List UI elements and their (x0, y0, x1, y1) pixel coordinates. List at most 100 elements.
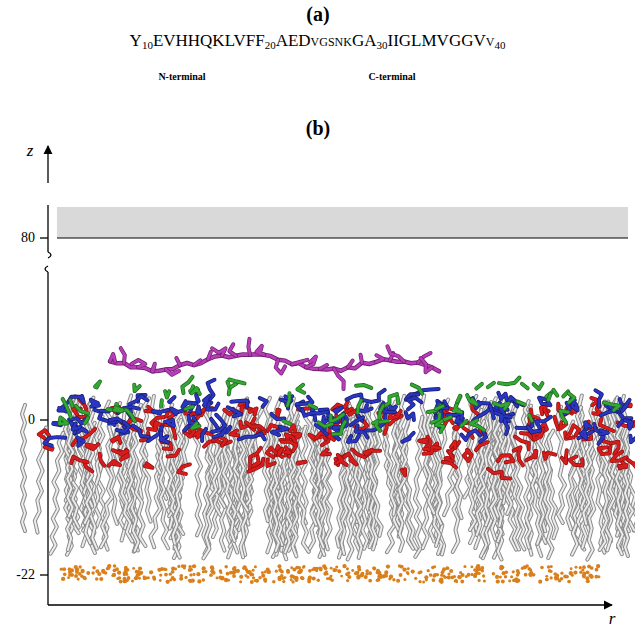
headgroup-red (145, 463, 153, 467)
ion-dot (188, 579, 191, 582)
peptide-sidechain (320, 365, 327, 369)
headgroup-red (267, 448, 276, 457)
ion-dot (127, 576, 131, 580)
headgroup-blue (480, 431, 486, 441)
headgroup-red (554, 417, 558, 429)
headgroup-red (603, 441, 618, 454)
headgroup-blue (595, 390, 601, 406)
lipid-tail (491, 422, 500, 539)
peptide-sidechain (376, 355, 383, 362)
headgroup-green (309, 405, 316, 408)
headgroup-red (336, 455, 347, 465)
ion-dot (471, 573, 474, 576)
headgroup-red (562, 450, 567, 463)
ion-dot (118, 576, 122, 580)
ion-dot (113, 564, 117, 568)
peptide-sidechain (348, 361, 353, 368)
ion-dot (211, 566, 215, 570)
ion-dot (508, 580, 511, 583)
peptide-sidechain (334, 369, 344, 390)
headgroup-green (380, 421, 388, 422)
ion-dot (449, 569, 453, 573)
ion-dot (254, 579, 257, 582)
headgroup-blue (239, 434, 265, 440)
ion-dot (78, 565, 81, 568)
headgroup-red (554, 417, 558, 429)
ion-dot (272, 580, 275, 583)
headgroup-green (333, 422, 345, 435)
headgroup-blue (91, 400, 99, 407)
headgroup-blue (77, 437, 84, 445)
headgroup-red (365, 450, 381, 455)
ion-dot (389, 575, 393, 579)
ion-dot (197, 579, 201, 583)
headgroup-red (464, 450, 472, 461)
headgroup-red (514, 447, 523, 465)
peptide-sidechain (152, 364, 155, 372)
ion-dot (68, 567, 71, 570)
residue-letters: EVHHQKLVFF (153, 31, 265, 50)
headgroup-red (449, 442, 459, 458)
ion-dot (147, 576, 150, 579)
residue-letters: AED (276, 31, 311, 50)
ion-dot (300, 576, 303, 579)
terminal-label: N-terminal (158, 72, 205, 82)
ion-dot (439, 578, 443, 582)
ion-dot (86, 571, 90, 575)
headgroup-blue (271, 414, 284, 419)
ion-dot (245, 568, 248, 571)
headgroup-blue (348, 435, 359, 442)
headgroup-green (397, 397, 398, 403)
ion-dot (63, 573, 67, 577)
ion-dot (550, 570, 553, 573)
ion-dot (372, 567, 376, 571)
headgroup-blue (272, 427, 287, 435)
peptide-sidechain (166, 369, 179, 374)
headgroup-blue (202, 429, 206, 441)
headgroup-red (567, 425, 579, 437)
ion-dot (418, 571, 422, 575)
headgroup-red (544, 453, 555, 459)
ion-dot (357, 565, 361, 569)
lipid-tail (22, 405, 25, 531)
ion-dot (165, 580, 169, 584)
ion-dot (553, 572, 557, 576)
ion-dot (483, 580, 486, 583)
ion-dot (330, 575, 333, 578)
ion-dot (122, 579, 126, 583)
headgroup-red (277, 449, 282, 455)
headgroup-red (562, 450, 567, 463)
ion-dot (567, 580, 571, 584)
peptide-sidechain (110, 354, 115, 362)
ion-dot (326, 577, 329, 580)
ion-dot (529, 573, 533, 577)
headgroup-green (229, 380, 244, 384)
ion-dot (224, 565, 227, 568)
ion-dot (501, 580, 505, 584)
ion-dot (131, 579, 134, 582)
headgroup-blue (231, 400, 247, 406)
headgroup-red (39, 398, 635, 478)
headgroup-red (86, 444, 98, 449)
ion-dot (407, 572, 410, 575)
headgroup-red (526, 451, 536, 460)
ion-dot (132, 567, 135, 570)
headgroup-blue (595, 390, 601, 406)
ion-dot (571, 574, 574, 577)
headgroup-blue (129, 396, 147, 404)
headgroup-red (402, 469, 405, 475)
headgroup-red (402, 469, 405, 475)
headgroup-red (267, 460, 274, 466)
peptide-sidechain (276, 360, 285, 374)
ion-dot (402, 567, 406, 571)
headgroup-red (249, 459, 264, 472)
headgroup-green (534, 383, 543, 389)
residue-letters: IIGLMVGGV (388, 31, 486, 50)
headgroup-blue (585, 422, 590, 428)
lipid-tail (22, 405, 25, 531)
ion-dot (435, 573, 439, 577)
ion-dot (414, 577, 417, 580)
ion-dot (280, 570, 284, 574)
headgroup-red (298, 462, 306, 464)
